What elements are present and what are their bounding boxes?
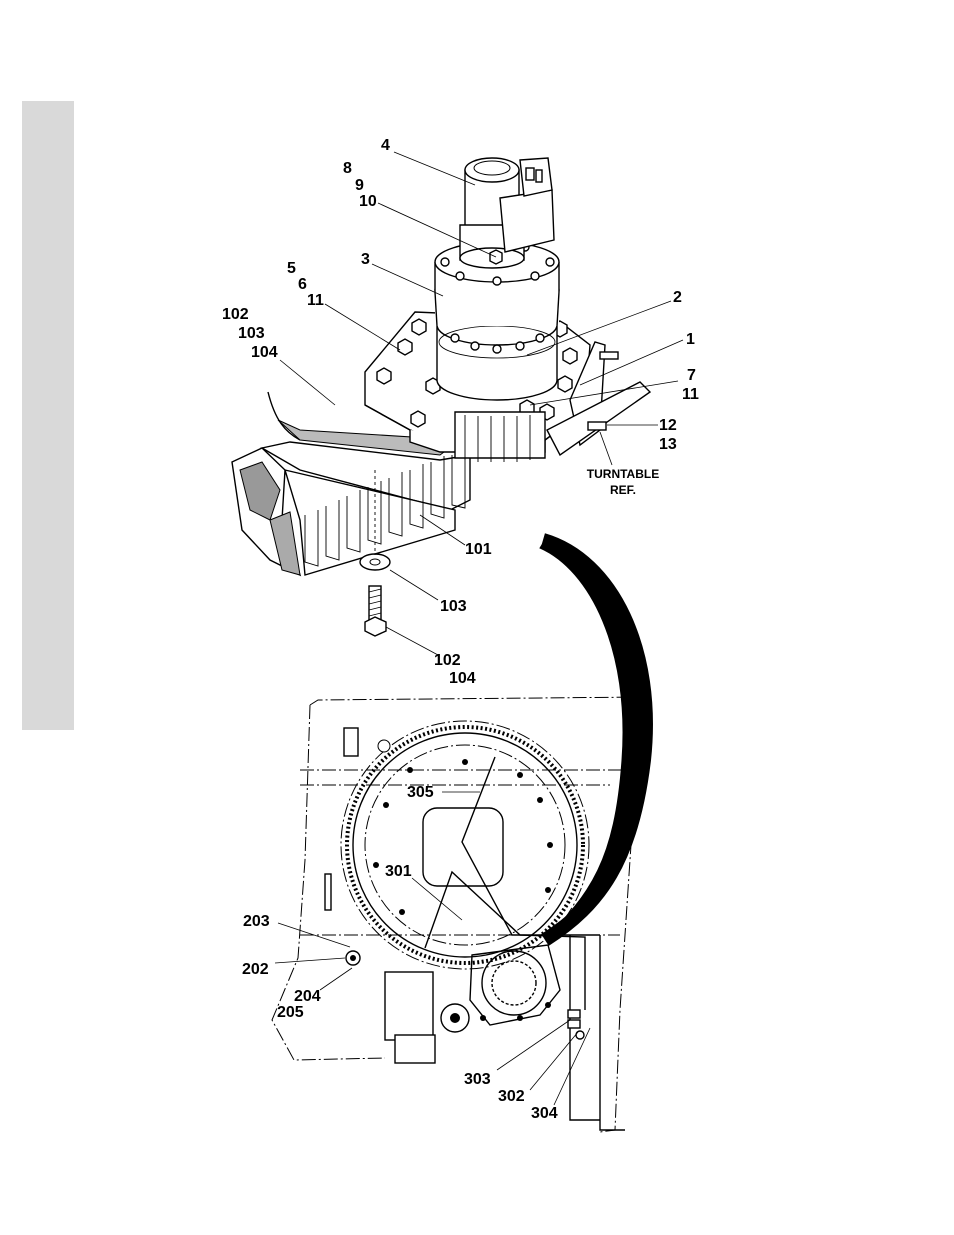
callout-6: 6: [298, 276, 307, 293]
callout-303: 303: [464, 1071, 491, 1088]
callout-10: 10: [359, 193, 377, 210]
callout-11-upper: 11: [307, 292, 324, 309]
callout-204: 204: [294, 988, 321, 1005]
callout-102-lower: 102: [434, 652, 461, 669]
fitting-202: [346, 951, 360, 965]
callout-9: 9: [355, 177, 364, 194]
callout-305: 305: [407, 784, 434, 801]
callout-304: 304: [531, 1105, 558, 1122]
callout-102-upper: 102: [222, 306, 249, 323]
callout-101: 101: [465, 541, 492, 558]
view-connector-arrow: [540, 540, 641, 938]
callout-3: 3: [361, 251, 370, 268]
turntable-ref-label-line1: TURNTABLE: [587, 467, 659, 481]
callout-205: 205: [277, 1004, 304, 1021]
callout-11-right: 11: [682, 386, 699, 403]
turntable-frame-assembly: [272, 697, 648, 1132]
callout-1: 1: [686, 331, 695, 348]
callout-103-upper: 103: [238, 325, 265, 342]
bracket-left: [325, 728, 390, 910]
callout-103-lower: 103: [440, 598, 467, 615]
callout-104-upper: 104: [251, 344, 278, 361]
callout-203: 203: [243, 913, 270, 930]
callout-12: 12: [659, 417, 677, 434]
callout-301: 301: [385, 863, 412, 880]
pump-unit: [385, 972, 469, 1063]
pinion-gear: [455, 412, 545, 462]
callout-7: 7: [687, 367, 696, 384]
callout-2: 2: [673, 289, 682, 306]
callout-202: 202: [242, 961, 269, 978]
bolt-102: [365, 586, 386, 636]
callout-104-lower: 104: [449, 670, 476, 687]
hydraulic-hose-301: [425, 872, 585, 1010]
callout-302: 302: [498, 1088, 525, 1105]
callout-4: 4: [381, 137, 390, 154]
turntable-ref-label-line2: REF.: [610, 483, 636, 497]
callout-13: 13: [659, 436, 677, 453]
swing-drive-top-view: [470, 945, 560, 1025]
washer-103: [360, 554, 390, 570]
callout-8: 8: [343, 160, 352, 177]
callout-5: 5: [287, 260, 296, 277]
